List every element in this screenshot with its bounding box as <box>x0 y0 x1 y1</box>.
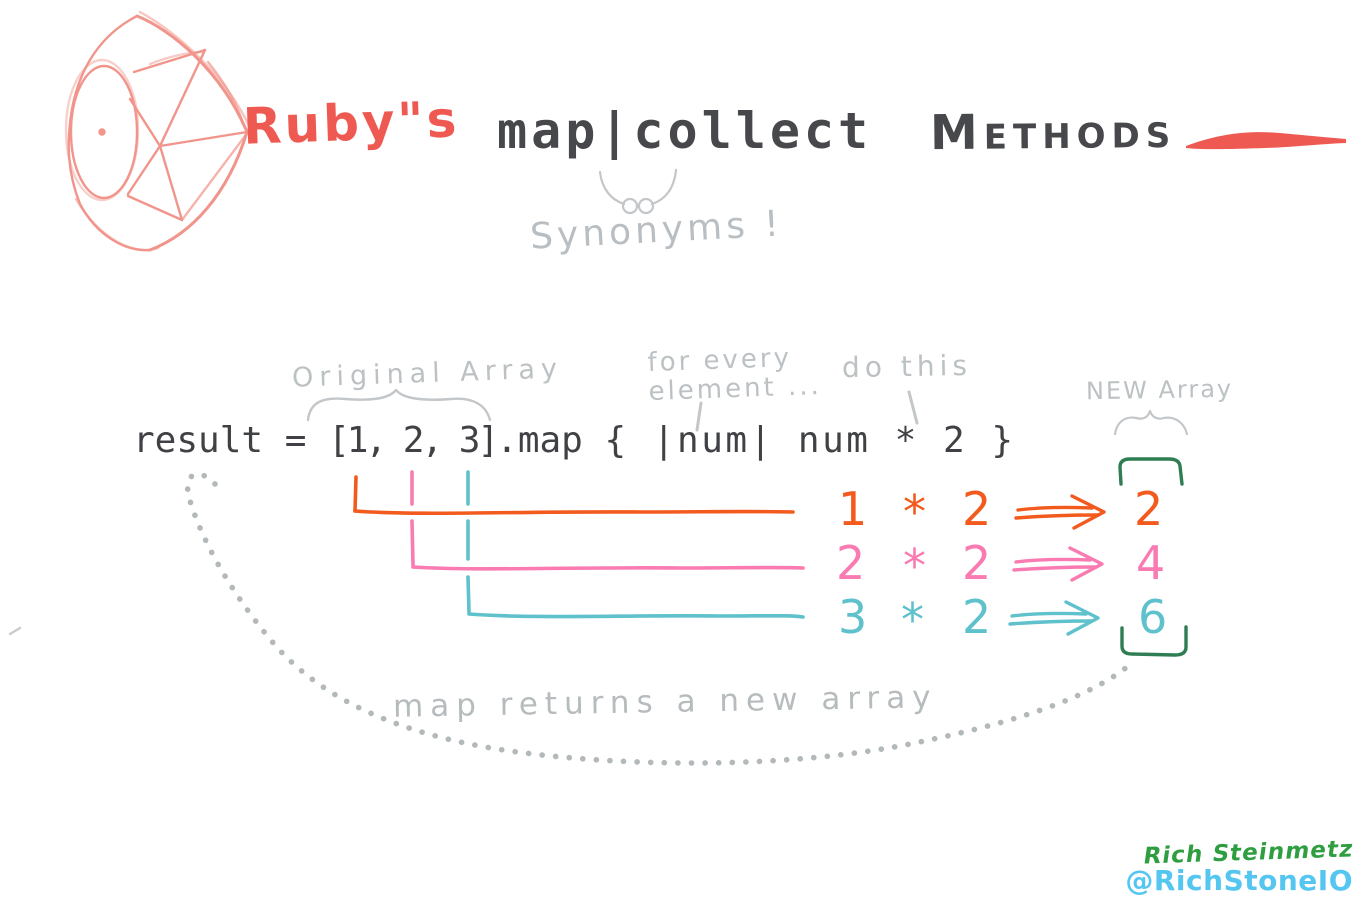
ruby-code-line: result = [1, 2, 3].map { |num| num * 2 } <box>133 420 1016 461</box>
code-prefix: result = <box>133 420 329 461</box>
row3-result: 6 <box>1138 590 1168 644</box>
row3-input: 3 <box>838 590 868 644</box>
map-returns-dotted-arc <box>184 471 1135 766</box>
row1-input: 1 <box>838 482 868 536</box>
arrow-row-1 <box>1014 494 1106 530</box>
for-every-pointer-tick <box>695 401 703 432</box>
code-array-literal: [1, 2, 3] <box>328 420 499 461</box>
row2-operand: 2 <box>962 536 992 590</box>
ruby-gem-icon <box>64 10 252 252</box>
stray-mark <box>8 626 22 636</box>
row3-operator: * <box>901 593 924 647</box>
original-array-brace <box>306 388 492 422</box>
row2-operator: * <box>903 539 926 593</box>
row3-operand: 2 <box>962 590 992 644</box>
do-this-pointer-tick <box>907 390 919 425</box>
red-underline-squiggle <box>1186 132 1346 150</box>
new-array-brace <box>1113 409 1189 436</box>
row2-input: 2 <box>836 536 866 590</box>
arrow-row-3 <box>1008 600 1100 636</box>
arrow-row-2 <box>1012 546 1104 582</box>
row1-operand: 2 <box>962 482 992 536</box>
row2-result: 4 <box>1136 536 1166 590</box>
new-array-bracket-top <box>1118 457 1184 486</box>
connector-element-2 <box>410 470 805 571</box>
page-title-method-names: map|collect <box>497 102 873 160</box>
code-map-call: .map <box>496 420 605 461</box>
signature-block: Rich Steinmetz @RichStoneIO <box>993 836 1355 898</box>
row1-result: 2 <box>1134 482 1164 536</box>
code-block: { |num| num * 2 } <box>604 420 1016 461</box>
connector-element-3 <box>466 470 805 619</box>
synonyms-brace-doodle <box>598 168 678 215</box>
new-array-bracket-bottom <box>1120 625 1188 657</box>
signature-handle: @RichStoneIO <box>1125 864 1353 898</box>
connector-element-1 <box>353 475 795 516</box>
row1-operator: * <box>903 485 926 539</box>
